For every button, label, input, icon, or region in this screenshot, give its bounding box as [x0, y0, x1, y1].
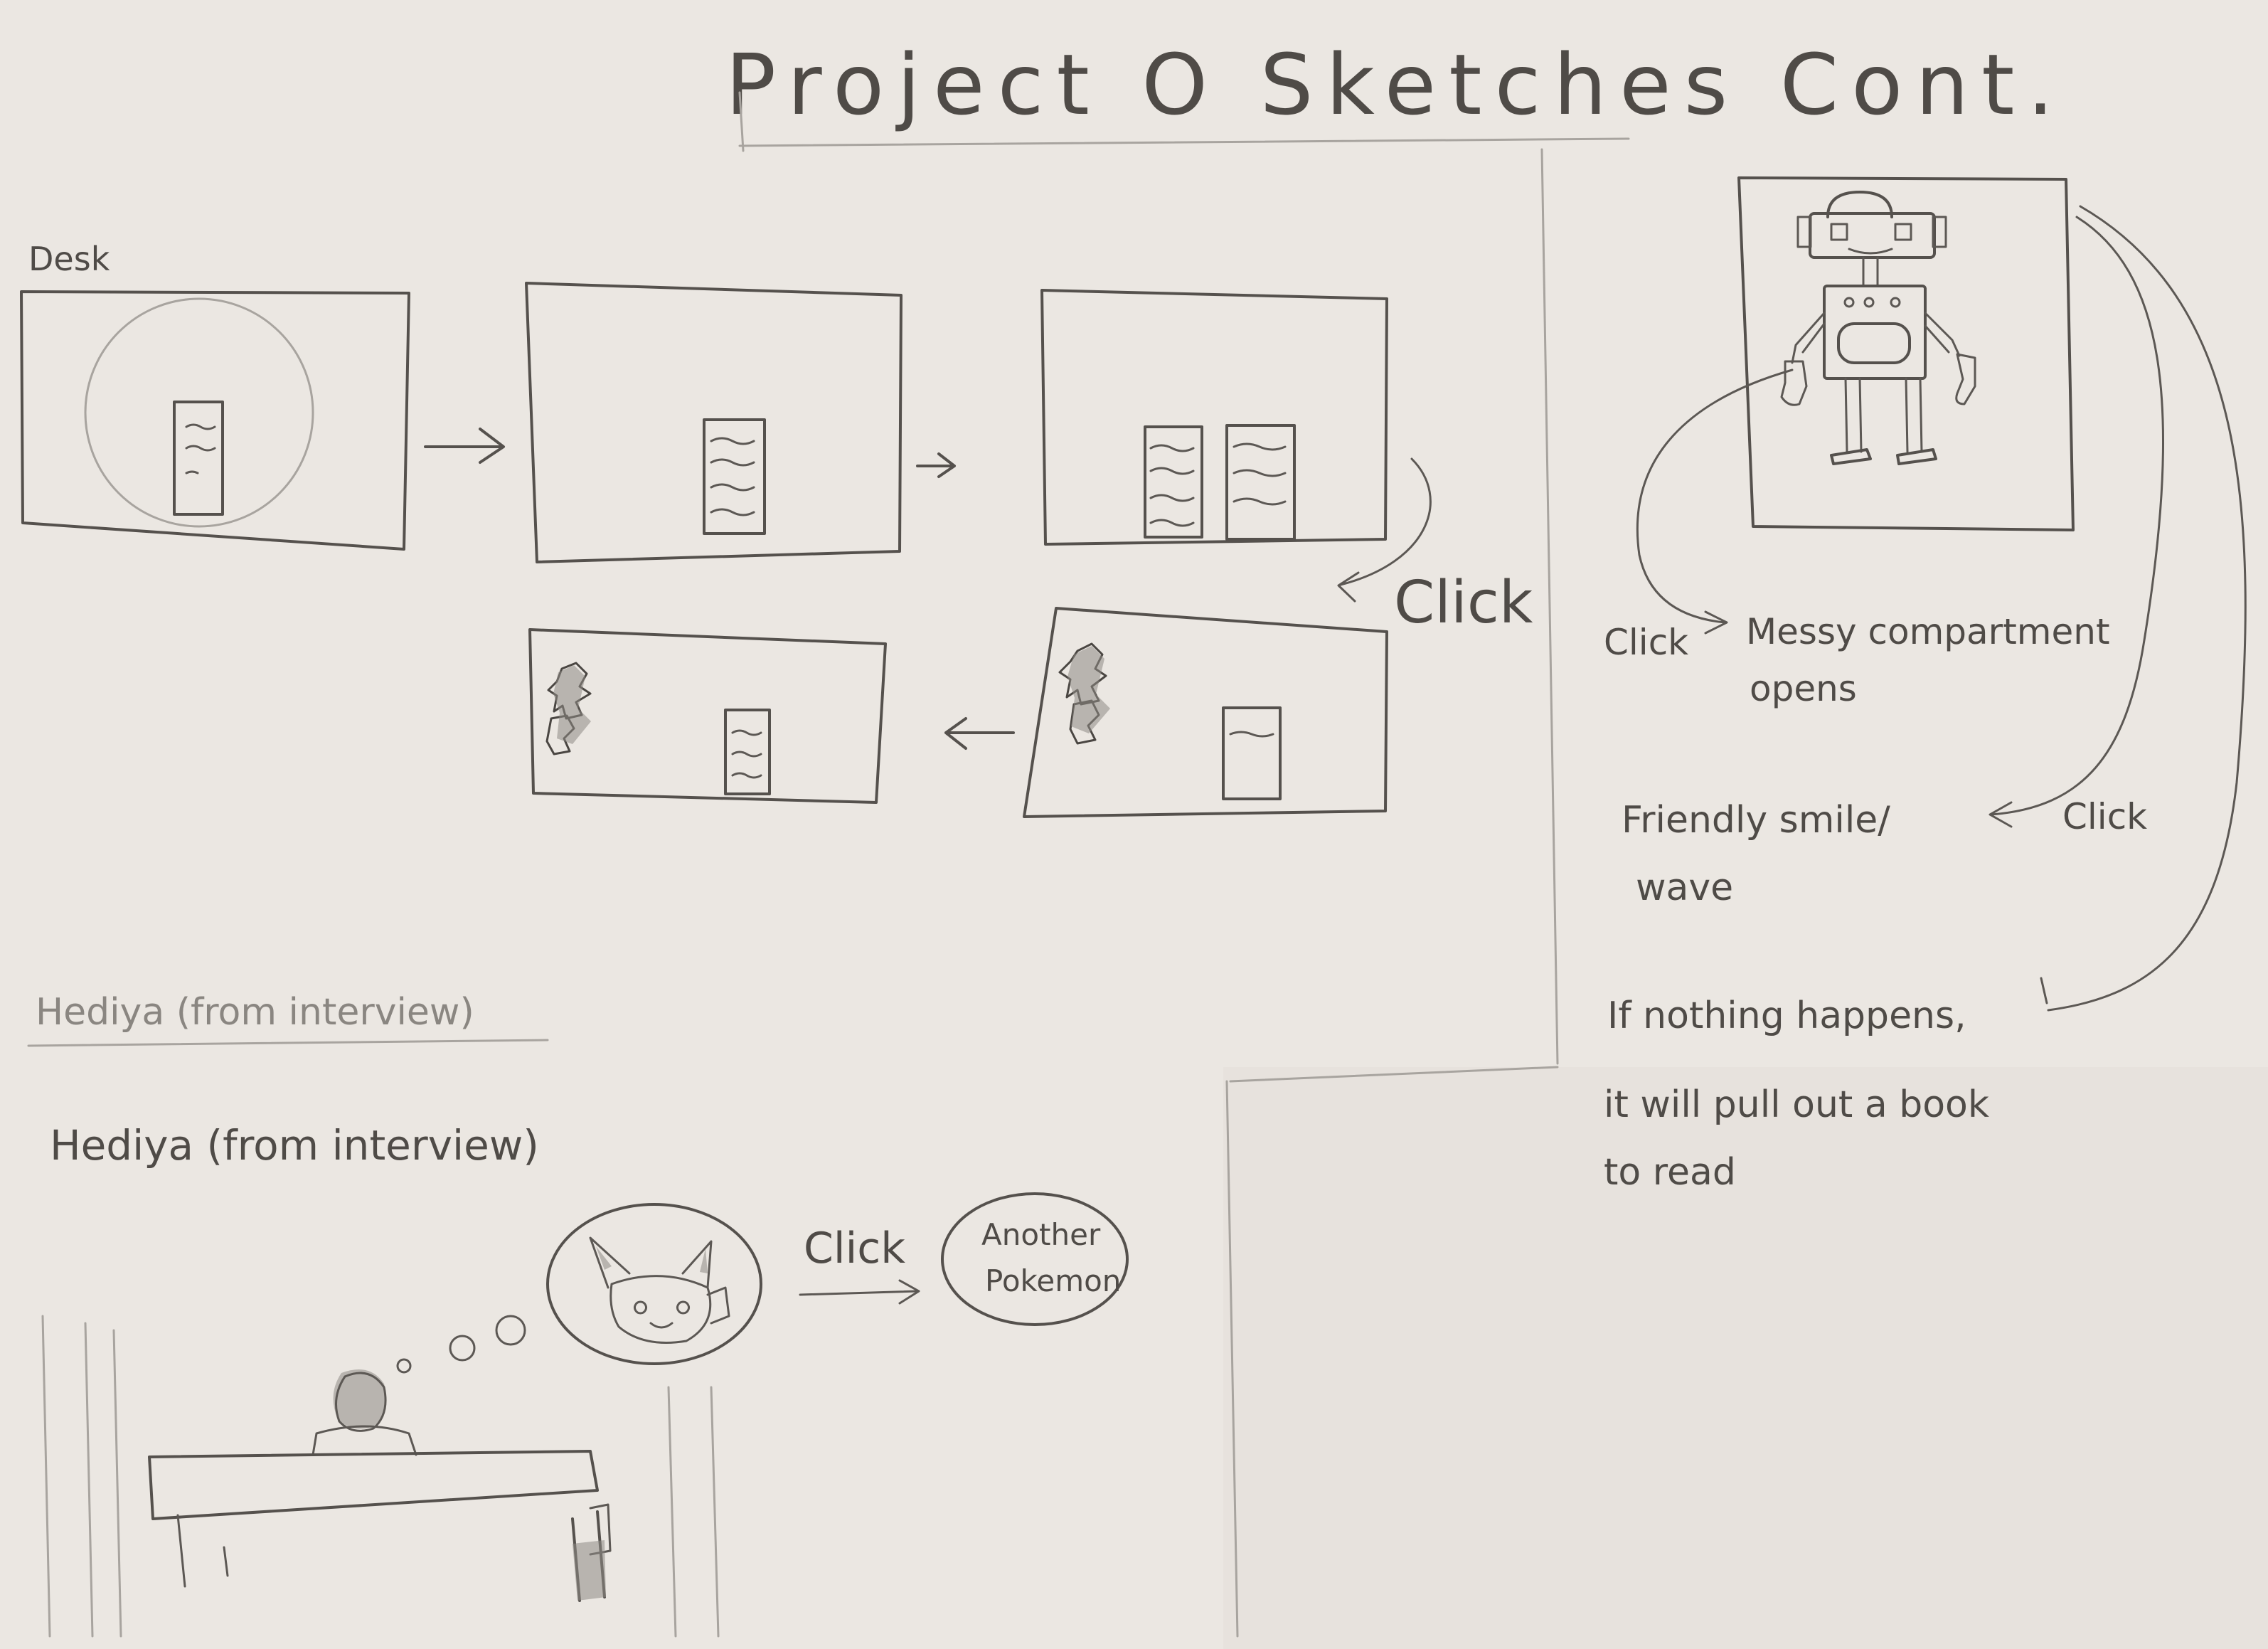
arrow-4-5	[944, 717, 1015, 750]
messy-line-2: opens	[1750, 668, 1857, 709]
flow-click-label: Click	[1394, 569, 1533, 637]
nothing-line-1: If nothing happens,	[1607, 995, 1966, 1037]
robot-legs	[1844, 377, 1923, 453]
messy-line-1: Messy compartment	[1746, 611, 2110, 652]
robot-arm-right	[1924, 312, 1961, 357]
title-underline	[738, 137, 1630, 147]
desk-label: Desk	[28, 240, 110, 278]
thought-dot	[396, 1358, 412, 1374]
robot-antenna	[1826, 191, 1893, 218]
desk-table	[148, 1450, 612, 1602]
paper-icon	[173, 401, 224, 516]
page-title: Project O Sketches Cont.	[725, 36, 2067, 134]
robot-compartment	[1837, 322, 1911, 364]
hediya-label: Hediya (from interview)	[50, 1121, 539, 1170]
desk-frame-4	[1023, 607, 1388, 818]
pikachu-icon	[589, 1236, 730, 1344]
click-arrow-curve	[1337, 457, 1432, 603]
desk-frame-3	[1040, 289, 1388, 546]
nothing-line-3: to read	[1604, 1151, 1736, 1194]
robot-click-right: Click	[2062, 796, 2147, 837]
arrow-friendly	[1989, 216, 2164, 828]
robot-arm-left	[1791, 312, 1826, 364]
friendly-line-1: Friendly smile/	[1622, 799, 1890, 842]
thought-dot	[495, 1315, 526, 1346]
desk-frame-2	[525, 282, 903, 563]
title-divider	[738, 91, 745, 152]
floor-shading	[41, 1315, 720, 1638]
pokemon-click-label: Click	[804, 1224, 905, 1273]
desk-frame-1	[20, 290, 410, 551]
thought-bubble	[546, 1203, 762, 1365]
arrow-messy	[1636, 368, 1794, 635]
paper-icon	[1144, 425, 1203, 539]
another-pokemon-line-2: Pokemon	[985, 1263, 1121, 1298]
nothing-line-2: it will pull out a book	[1604, 1083, 1989, 1126]
another-pokemon-bubble: Another Pokemon	[941, 1192, 1129, 1326]
section-divider-vertical	[1540, 148, 1559, 1065]
another-pokemon-line-1: Another	[981, 1217, 1101, 1252]
arrow-2-3	[916, 452, 956, 478]
section-divider-lower	[1225, 1080, 1239, 1638]
friendly-line-2: wave	[1636, 866, 1733, 909]
desk-frame-5	[528, 628, 887, 804]
paper-icon	[703, 418, 766, 535]
robot-body	[1823, 285, 1927, 380]
robot-click-left: Click	[1604, 622, 1688, 663]
robot-eye	[1830, 223, 1848, 241]
hediya-faint-label: Hediya (from interview)	[36, 991, 474, 1034]
paper-icon	[1225, 424, 1296, 541]
pokemon-click-arrow	[799, 1279, 920, 1305]
hediya-faint-underline	[27, 1039, 549, 1047]
arrow-1-2	[424, 428, 505, 464]
paper-icon	[1222, 706, 1282, 800]
thought-dot	[449, 1335, 476, 1362]
person-at-desk	[312, 1369, 417, 1456]
robot-eye	[1894, 223, 1912, 241]
section-divider-horizontal	[1229, 1066, 1559, 1083]
arrow-nothing	[2040, 205, 2247, 1012]
robot-frame	[1737, 176, 2075, 531]
paper-icon	[724, 709, 771, 795]
